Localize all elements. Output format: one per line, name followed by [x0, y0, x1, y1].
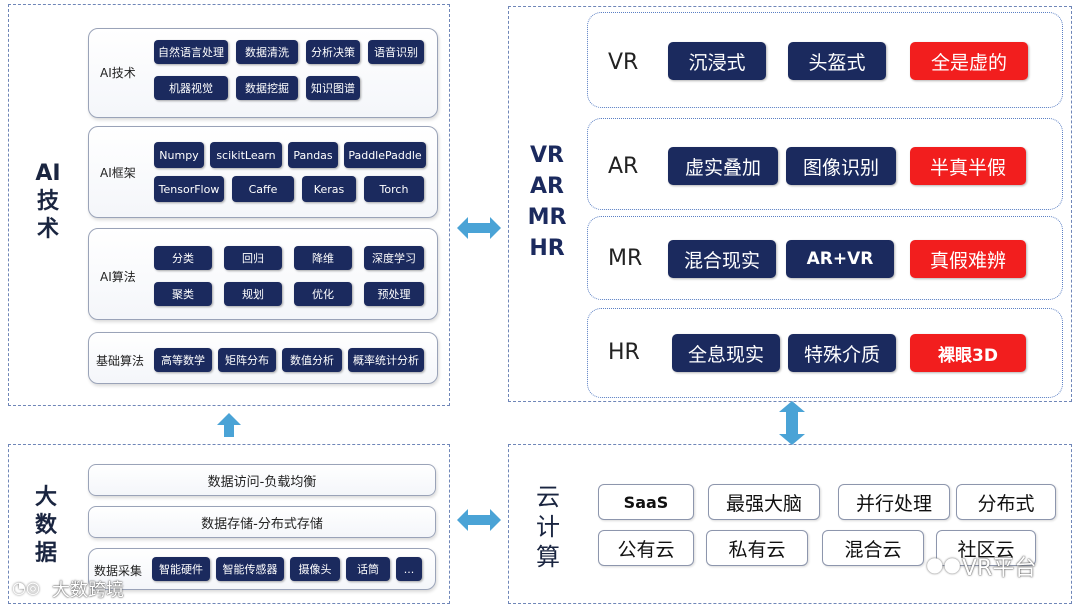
- cloud-chip: 最强大脑: [708, 484, 820, 520]
- tech-chip: 机器视觉: [154, 76, 228, 100]
- algorithm-chip: 规划: [224, 282, 282, 306]
- cloud-chip: 公有云: [598, 530, 694, 566]
- collect-chip: 话筒: [346, 557, 390, 581]
- feature-chip: 图像识别: [786, 147, 896, 185]
- xr-panel-title: VR AR MR HR: [527, 143, 567, 261]
- framework-chip: Caffe: [232, 176, 294, 202]
- up-arrow-icon: [217, 413, 241, 437]
- tech-chip: 自然语言处理: [154, 40, 228, 64]
- section-ai-framework: [88, 126, 438, 218]
- algorithm-chip: 分类: [154, 246, 212, 270]
- cloud-chip: 分布式: [956, 484, 1056, 520]
- bigdata-panel-title: 大 数 据: [34, 485, 57, 566]
- vertical-double-arrow-icon: [779, 401, 805, 445]
- framework-chip: Pandas: [288, 142, 338, 168]
- double-arrow-icon: [457, 217, 501, 239]
- basic-chip: 矩阵分布: [218, 348, 276, 372]
- highlight-chip: 半真半假: [910, 147, 1026, 185]
- highlight-chip: 裸眼3D: [910, 334, 1026, 372]
- algorithm-chip: 回归: [224, 246, 282, 270]
- tech-chip: 数据挖掘: [236, 76, 298, 100]
- bigdata-panel: [8, 444, 450, 604]
- tech-chip: 知识图谱: [306, 76, 360, 100]
- section-label: AI技术: [100, 66, 136, 80]
- cloud-chip: 私有云: [706, 530, 808, 566]
- algorithm-chip: 聚类: [154, 282, 212, 306]
- cloud-chip: SaaS: [598, 484, 694, 520]
- tech-chip: 分析决策: [306, 40, 360, 64]
- algorithm-chip: 深度学习: [364, 246, 424, 270]
- framework-chip: Torch: [364, 176, 424, 202]
- framework-chip: Numpy: [154, 142, 204, 168]
- feature-chip: 混合现实: [668, 240, 776, 278]
- feature-chip: 头盔式: [788, 42, 886, 80]
- row-name: MR: [608, 246, 643, 271]
- row-name: HR: [608, 340, 640, 365]
- collect-chip: 智能硬件: [152, 557, 210, 581]
- basic-chip: 概率统计分析: [348, 348, 424, 372]
- highlight-chip: 全是虚的: [910, 42, 1028, 80]
- framework-chip: PaddlePaddle: [344, 142, 426, 168]
- cloud-chip: 混合云: [822, 530, 924, 566]
- collect-chip: 智能传感器: [216, 557, 284, 581]
- framework-chip: TensorFlow: [154, 176, 224, 202]
- feature-chip: 沉浸式: [668, 42, 766, 80]
- framework-chip: Keras: [302, 176, 356, 202]
- feature-chip: AR+VR: [786, 240, 894, 278]
- cloud-panel-title: 云 计 算: [536, 483, 560, 571]
- wechat-icon: ●●: [926, 552, 961, 576]
- watermark-left: 大数跨境: [52, 580, 124, 601]
- section-ai-algorithm: [88, 228, 438, 320]
- basic-chip: 数值分析: [282, 348, 342, 372]
- basic-chip: 高等数学: [154, 348, 212, 372]
- double-arrow-icon: [457, 509, 501, 531]
- highlight-chip: 真假难辨: [910, 240, 1026, 278]
- cloud-chip: 社区云: [936, 530, 1036, 566]
- tech-chip: 数据清洗: [236, 40, 298, 64]
- data-access-bar: 数据访问-负载均衡: [88, 464, 436, 496]
- section-label: 基础算法: [96, 354, 145, 368]
- row-name: VR: [608, 50, 639, 75]
- algorithm-chip: 优化: [294, 282, 352, 306]
- cloud-panel: [508, 444, 1072, 604]
- section-label: AI框架: [100, 166, 136, 180]
- watermark-logo-icon: ◔◎: [12, 578, 40, 597]
- feature-chip: 虚实叠加: [668, 147, 778, 185]
- collect-chip: ...: [396, 557, 422, 581]
- watermark-right: VR平台: [962, 556, 1037, 581]
- collect-chip: 摄像头: [290, 557, 340, 581]
- tech-chip: 语音识别: [368, 40, 424, 64]
- ai-panel: [8, 4, 450, 406]
- collect-label: 数据采集: [94, 564, 143, 578]
- section-label: AI算法: [100, 270, 136, 284]
- data-storage-bar: 数据存储-分布式存储: [88, 506, 436, 538]
- row-name: AR: [608, 154, 639, 179]
- cloud-chip: 并行处理: [838, 484, 950, 520]
- xr-panel: [508, 6, 1072, 402]
- framework-chip: scikitLearn: [210, 142, 282, 168]
- feature-chip: 特殊介质: [788, 334, 896, 372]
- ai-panel-title: AI 技 术: [35, 161, 61, 242]
- algorithm-chip: 预处理: [364, 282, 424, 306]
- feature-chip: 全息现实: [672, 334, 780, 372]
- algorithm-chip: 降维: [294, 246, 352, 270]
